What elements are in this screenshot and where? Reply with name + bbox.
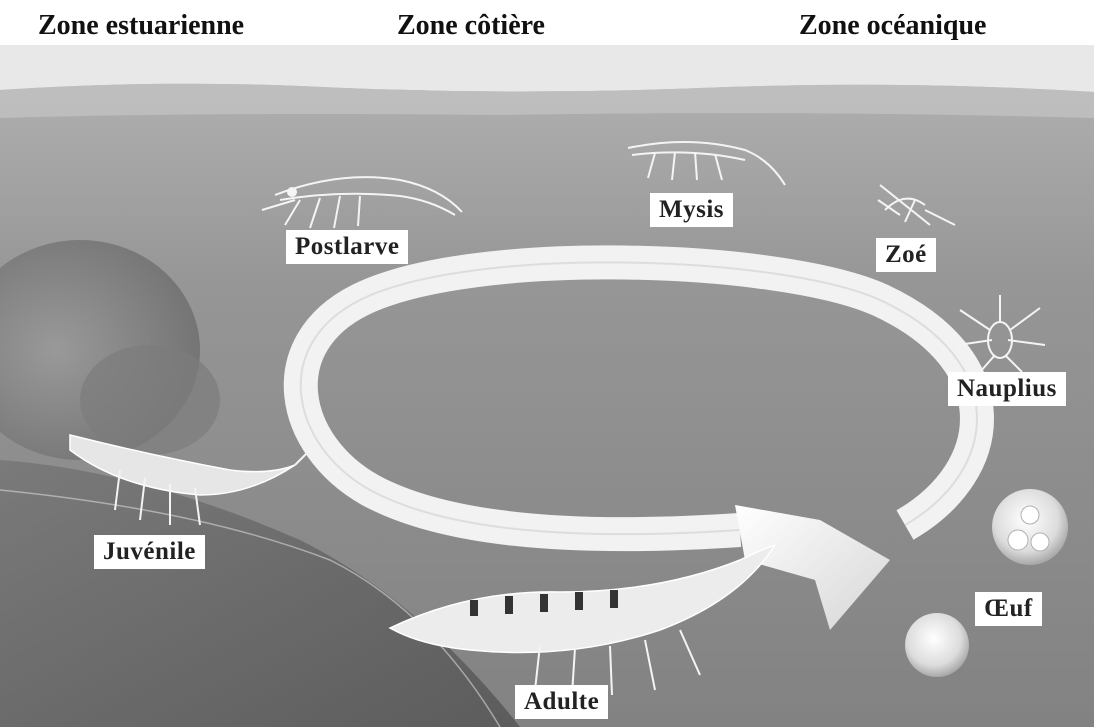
zone-title-oceanic: Zone océanique <box>799 10 986 42</box>
egg-cell <box>1021 506 1039 524</box>
stage-label-adulte: Adulte <box>515 685 608 719</box>
stage-label-oeuf: Œuf <box>975 592 1042 626</box>
stage-label-nauplius: Nauplius <box>948 372 1066 406</box>
egg-small-illustration <box>905 613 969 677</box>
stage-label-mysis: Mysis <box>650 193 733 227</box>
egg-cell <box>1008 530 1028 550</box>
zone-title-estuarine: Zone estuarienne <box>38 10 244 42</box>
stage-label-zoe: Zoé <box>876 238 936 272</box>
zone-title-coastal: Zone côtière <box>397 10 545 42</box>
egg-large-illustration <box>992 489 1068 565</box>
egg-cell <box>1031 533 1049 551</box>
stage-label-juvenile: Juvénile <box>94 535 205 569</box>
stage-label-postlarve: Postlarve <box>286 230 408 264</box>
estuary-vegetation-2 <box>80 345 220 455</box>
